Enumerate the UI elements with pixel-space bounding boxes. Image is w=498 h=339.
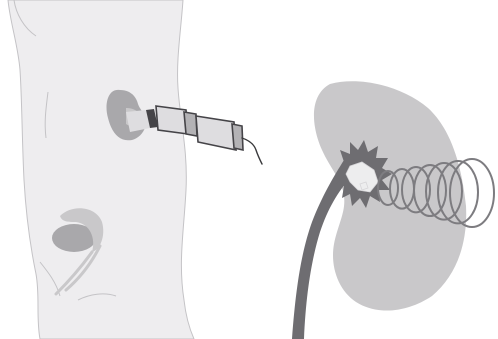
probe-segment-1 bbox=[156, 106, 188, 134]
probe-end-cap bbox=[232, 124, 243, 150]
probe-collar bbox=[184, 112, 197, 136]
probe-coupling-head bbox=[126, 110, 150, 132]
probe-segment-2 bbox=[196, 116, 236, 150]
torso-outline-icon bbox=[8, 0, 194, 339]
body-panel bbox=[8, 0, 262, 339]
kidney-stone-fragment bbox=[360, 182, 368, 190]
probe-cable-icon bbox=[242, 138, 262, 164]
kidney-closeup-panel bbox=[292, 81, 494, 339]
